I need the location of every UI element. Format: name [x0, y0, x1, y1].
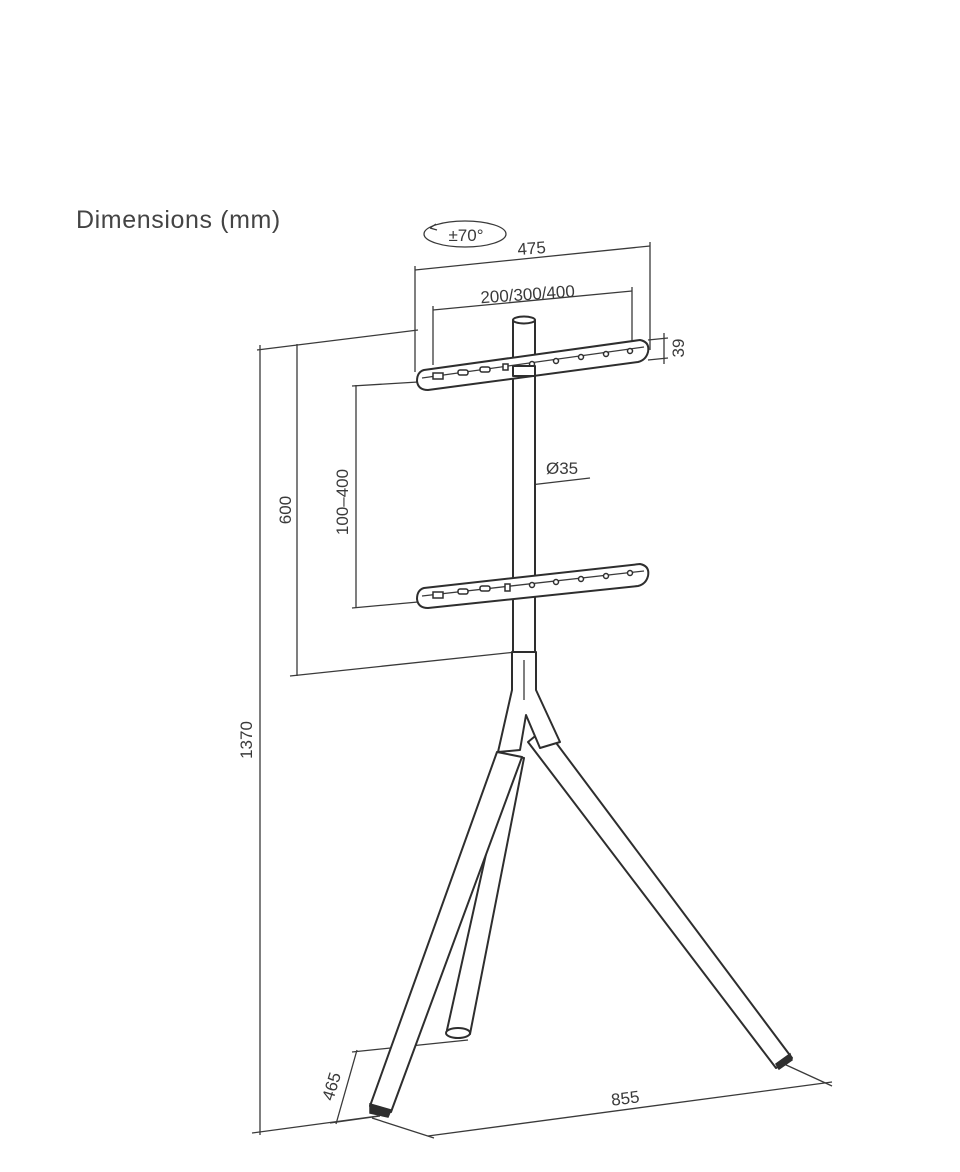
rear-leg-offset-label: 465 — [319, 1070, 345, 1103]
dim-column-height: 600 — [276, 344, 517, 677]
rotation-arrow-icon — [429, 223, 438, 231]
left-front-leg — [369, 751, 523, 1113]
diagram-title: Dimensions (mm) — [76, 206, 281, 234]
total-height-label: 1370 — [237, 721, 256, 759]
leg-spread-label: 855 — [610, 1087, 640, 1109]
pole-diameter-label: Ø35 — [546, 459, 578, 478]
dim-total-height: 1370 — [237, 329, 419, 1135]
upper-bracket — [416, 339, 650, 391]
dim-overall-width: 475 — [414, 238, 651, 372]
lower-bracket — [416, 563, 650, 609]
tripod-legs — [369, 727, 793, 1118]
leg-junction — [497, 651, 561, 753]
right-leg — [527, 727, 793, 1069]
bracket-height-label: 39 — [669, 339, 688, 358]
overall-width-label: 475 — [517, 238, 547, 259]
column-height-label: 600 — [276, 496, 295, 524]
rotation-label: ±70° — [448, 226, 483, 245]
dim-bracket-spacing: 100–400 — [333, 381, 419, 609]
rotation-arc-icon — [423, 220, 507, 248]
center-pole — [497, 315, 561, 753]
bracket-spacing-label: 100–400 — [333, 469, 352, 535]
rotation-indicator: ±70° — [423, 220, 507, 248]
dim-bracket-height: 39 — [647, 333, 688, 364]
vesa-pattern-label: 200/300/400 — [480, 282, 576, 308]
dim-leg-spread: 855 — [371, 1063, 833, 1139]
